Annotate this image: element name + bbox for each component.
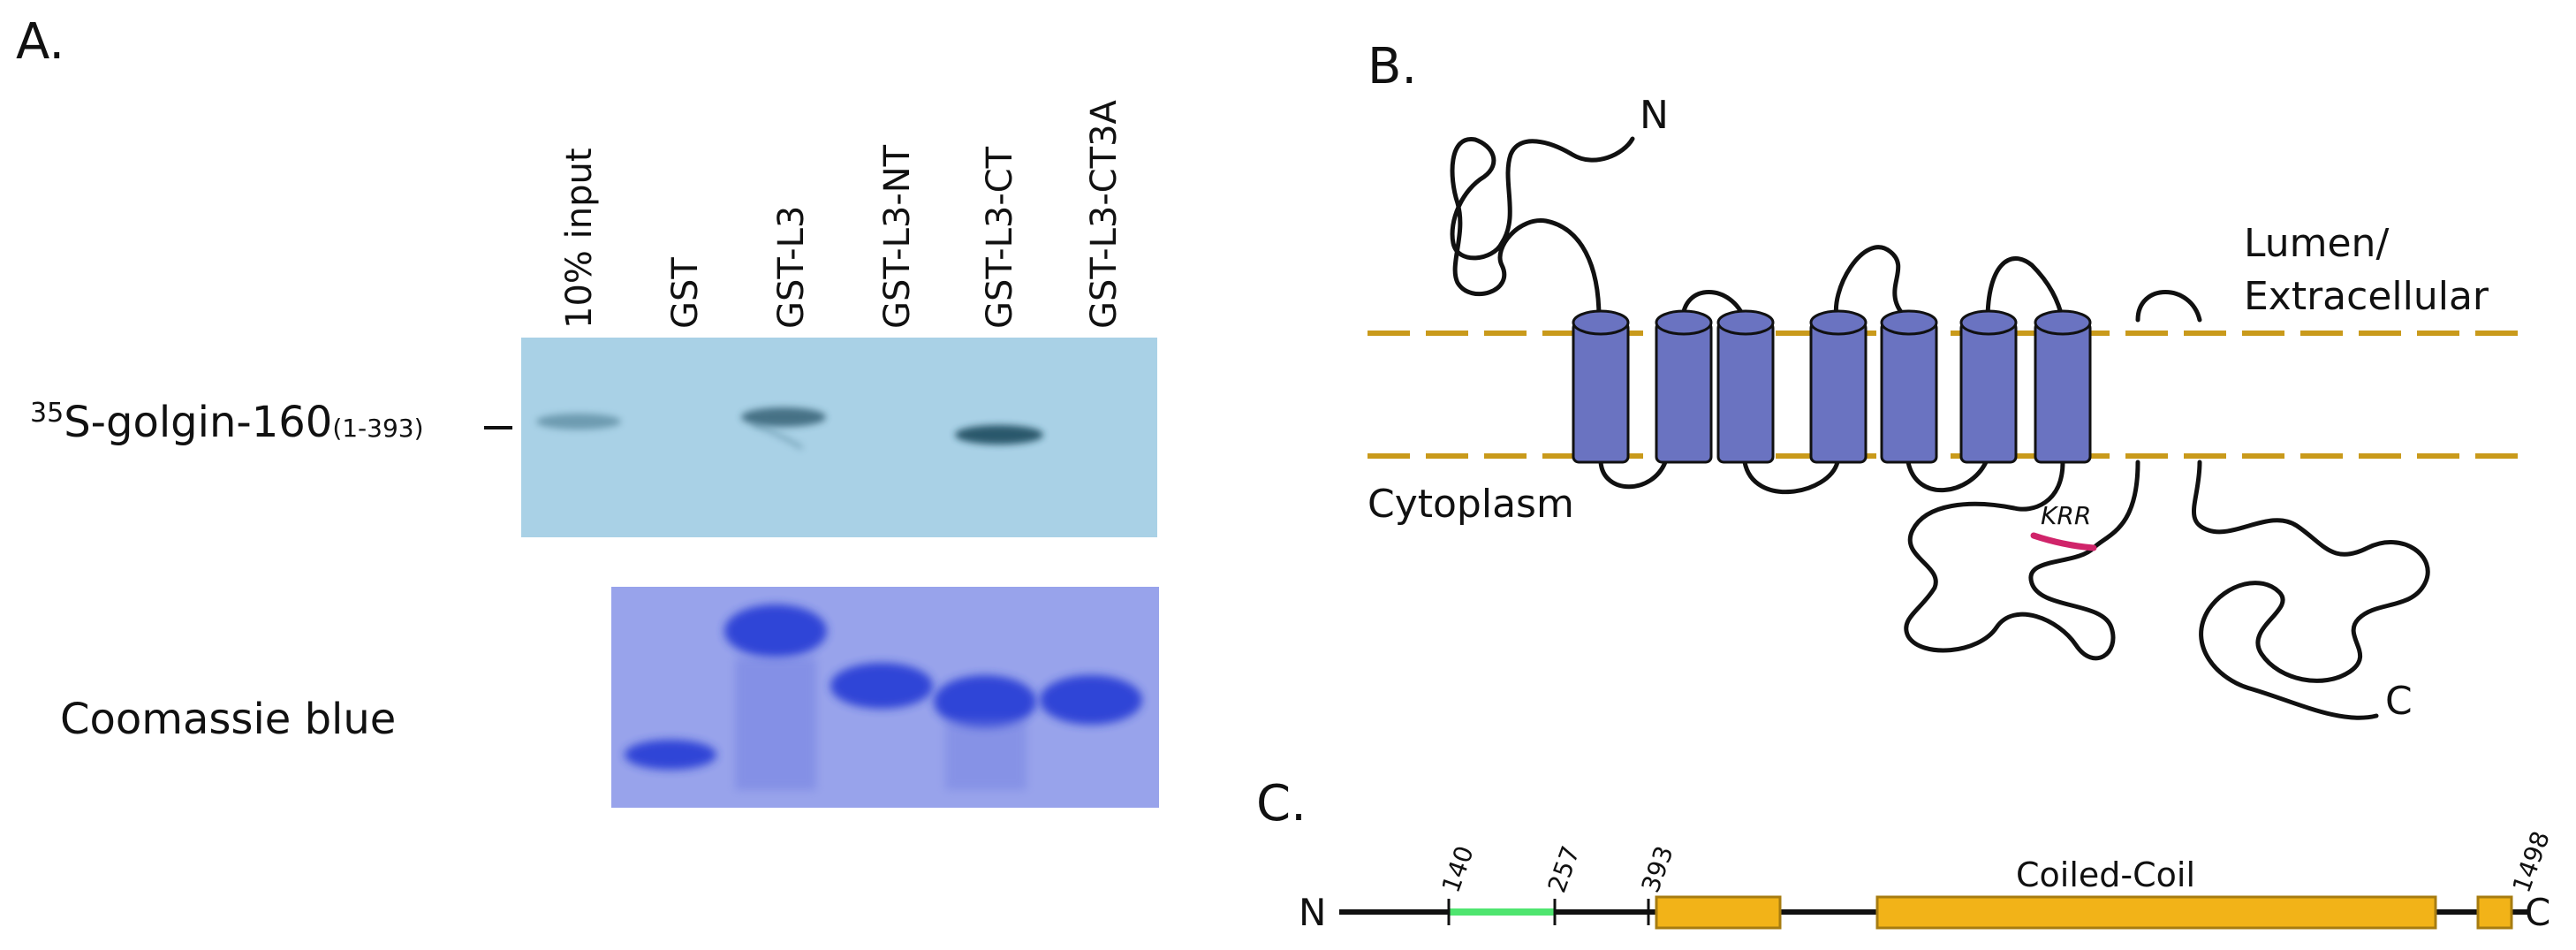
lumen-label-line2: Extracellular — [2244, 274, 2489, 319]
coomassie-gel — [611, 587, 1159, 808]
blot-label-subscript: (1-393) — [332, 414, 424, 443]
helix-1 — [1572, 309, 1630, 464]
helix-6 — [1959, 309, 2018, 464]
tick-label-1498: 1498 — [2507, 827, 2556, 896]
lane-label-input: 10% input — [559, 148, 600, 329]
lumen-label-line1: Lumen/ — [2244, 221, 2389, 266]
cband-gst-l3-ct — [934, 675, 1036, 728]
domain-map: N Coiled-Coil 140 257 393 1498 C — [1299, 827, 2556, 934]
band-input — [536, 414, 621, 429]
polypeptide-chain — [1450, 136, 2430, 720]
cband-gst-l3 — [724, 604, 827, 657]
b-c-terminus-label: C — [2385, 679, 2413, 724]
b-n-terminus-label: N — [1640, 93, 1669, 138]
autoradiograph-bands — [536, 407, 1043, 450]
cband-gst-l3-nt — [830, 663, 933, 709]
cband-gst — [625, 740, 716, 770]
helix-7 — [2034, 309, 2092, 464]
cband-gst-l3-ct-smear — [945, 719, 1027, 790]
coiled-coil-label: Coiled-Coil — [2016, 855, 2195, 894]
lane-label-gst-l3-ct3a: GST-L3-CT3A — [1084, 100, 1125, 329]
band-gst-l3 — [741, 407, 826, 427]
coomassie-bands — [625, 604, 1142, 790]
helix-2 — [1655, 309, 1713, 464]
band-gst-l3-smear — [752, 422, 804, 450]
cband-gst-l3-ct3a — [1040, 675, 1142, 725]
lane-label-gst-l3-nt: GST-L3-NT — [877, 144, 918, 329]
transmembrane-helices — [1572, 309, 2092, 464]
coomassie-label: Coomassie blue — [60, 695, 397, 744]
cband-gst-l3-smear — [735, 657, 816, 790]
helix-5 — [1880, 309, 1938, 464]
krr-motif-line — [2030, 532, 2097, 551]
lane-label-gst-l3-ct: GST-L3-CT — [980, 146, 1020, 329]
c-c-terminus-label: C — [2525, 891, 2550, 934]
blot-label: 35S-golgin-160(1-393) — [30, 398, 424, 447]
topology-diagram: N C Lumen/ Extracellular Cytoplasm KRR — [1368, 93, 2519, 724]
coiled-coil-domain-3 — [2476, 895, 2513, 930]
panel-a-letter: A. — [16, 13, 65, 71]
autoradiograph-gel — [521, 338, 1157, 537]
blot-label-dash — [484, 426, 512, 429]
coiled-coil-domain-1 — [1655, 895, 1782, 930]
lane-label-gst-l3: GST-L3 — [771, 205, 812, 329]
helix-4 — [1809, 309, 1868, 464]
blot-label-main: S-golgin-160 — [64, 398, 333, 447]
coiled-coil-domain-2 — [1875, 895, 2437, 930]
krr-label: KRR — [2041, 501, 2091, 530]
cytoplasm-label: Cytoplasm — [1368, 482, 1574, 527]
c-n-terminus-label: N — [1299, 891, 1326, 934]
panel-b-letter: B. — [1368, 38, 1418, 95]
tick-label-257: 257 — [1542, 842, 1586, 897]
tick-label-393: 393 — [1636, 842, 1679, 897]
panel-c-letter: C. — [1256, 775, 1307, 832]
band-gst-l3-ct — [955, 425, 1043, 445]
tick-label-140: 140 — [1436, 842, 1480, 897]
lane-label-gst: GST — [665, 257, 706, 329]
blot-label-superscript: 35 — [30, 398, 64, 429]
helix-3 — [1716, 309, 1775, 464]
